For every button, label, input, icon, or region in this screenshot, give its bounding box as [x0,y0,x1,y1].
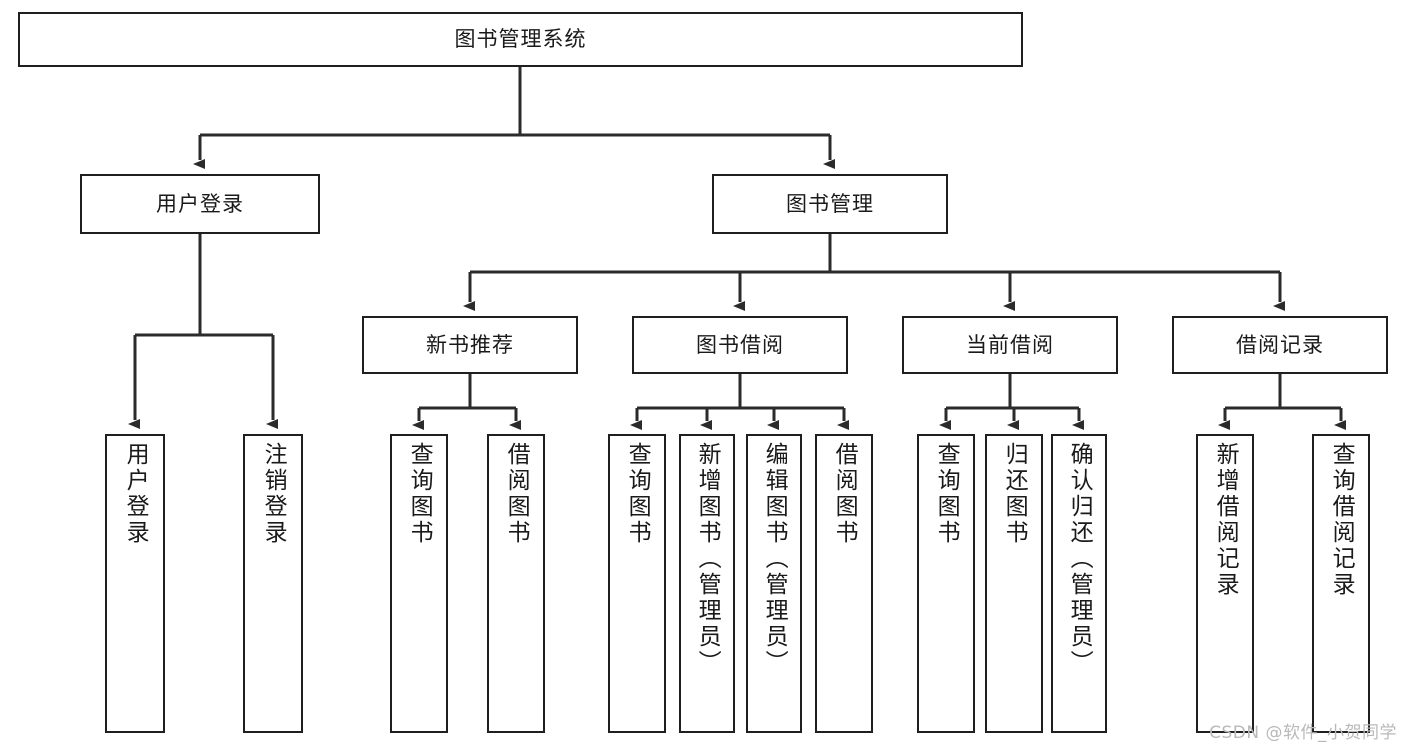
node-leaf-user-login[interactable]: 用户登录 [105,434,165,733]
node-user-login[interactable]: 用户登录 [80,174,320,234]
node-leaf-query-book-1-label: 查询图书 [406,442,433,546]
node-borrow-record[interactable]: 借阅记录 [1172,316,1388,374]
node-new-book-rec[interactable]: 新书推荐 [362,316,578,374]
node-leaf-add-book[interactable]: 新增图书（管理员） [679,434,735,733]
node-leaf-query-record[interactable]: 查询借阅记录 [1312,434,1370,733]
node-leaf-add-book-label: 新增图书（管理员） [694,442,721,676]
node-leaf-edit-book[interactable]: 编辑图书（管理员） [746,434,802,733]
node-leaf-query-book-1[interactable]: 查询图书 [390,434,448,733]
node-book-borrow[interactable]: 图书借阅 [632,316,848,374]
node-leaf-user-logout[interactable]: 注销登录 [243,434,303,733]
node-leaf-query-book-3[interactable]: 查询图书 [917,434,975,733]
node-new-book-rec-label: 新书推荐 [426,332,514,357]
node-borrow-record-label: 借阅记录 [1236,332,1324,357]
node-book-manage-label: 图书管理 [786,191,874,216]
tree-connectors [128,67,1346,430]
node-leaf-return-book-label: 归还图书 [1001,442,1028,546]
node-leaf-query-record-label: 查询借阅记录 [1328,442,1355,598]
node-leaf-query-book-3-label: 查询图书 [933,442,960,546]
node-current-borrow[interactable]: 当前借阅 [902,316,1118,374]
node-root[interactable]: 图书管理系统 [18,12,1023,67]
node-leaf-edit-book-label: 编辑图书（管理员） [761,442,788,676]
node-book-manage[interactable]: 图书管理 [712,174,948,234]
node-book-borrow-label: 图书借阅 [696,332,784,357]
node-leaf-confirm-return-label: 确认归还（管理员） [1066,442,1093,676]
node-leaf-borrow-book-1-label: 借阅图书 [503,442,530,546]
node-user-login-label: 用户登录 [156,191,244,216]
node-leaf-user-logout-label: 注销登录 [260,442,287,546]
node-leaf-add-record-label: 新增借阅记录 [1212,442,1239,598]
node-leaf-user-login-label: 用户登录 [122,442,149,546]
node-leaf-query-book-2-label: 查询图书 [624,442,651,546]
node-leaf-borrow-book-1[interactable]: 借阅图书 [487,434,545,733]
node-leaf-add-record[interactable]: 新增借阅记录 [1196,434,1254,733]
node-root-label: 图书管理系统 [454,27,587,52]
node-leaf-return-book[interactable]: 归还图书 [985,434,1043,733]
node-leaf-query-book-2[interactable]: 查询图书 [608,434,666,733]
node-leaf-confirm-return[interactable]: 确认归还（管理员） [1051,434,1107,733]
node-current-borrow-label: 当前借阅 [966,332,1054,357]
node-leaf-borrow-book-2-label: 借阅图书 [831,442,858,546]
node-leaf-borrow-book-2[interactable]: 借阅图书 [815,434,873,733]
